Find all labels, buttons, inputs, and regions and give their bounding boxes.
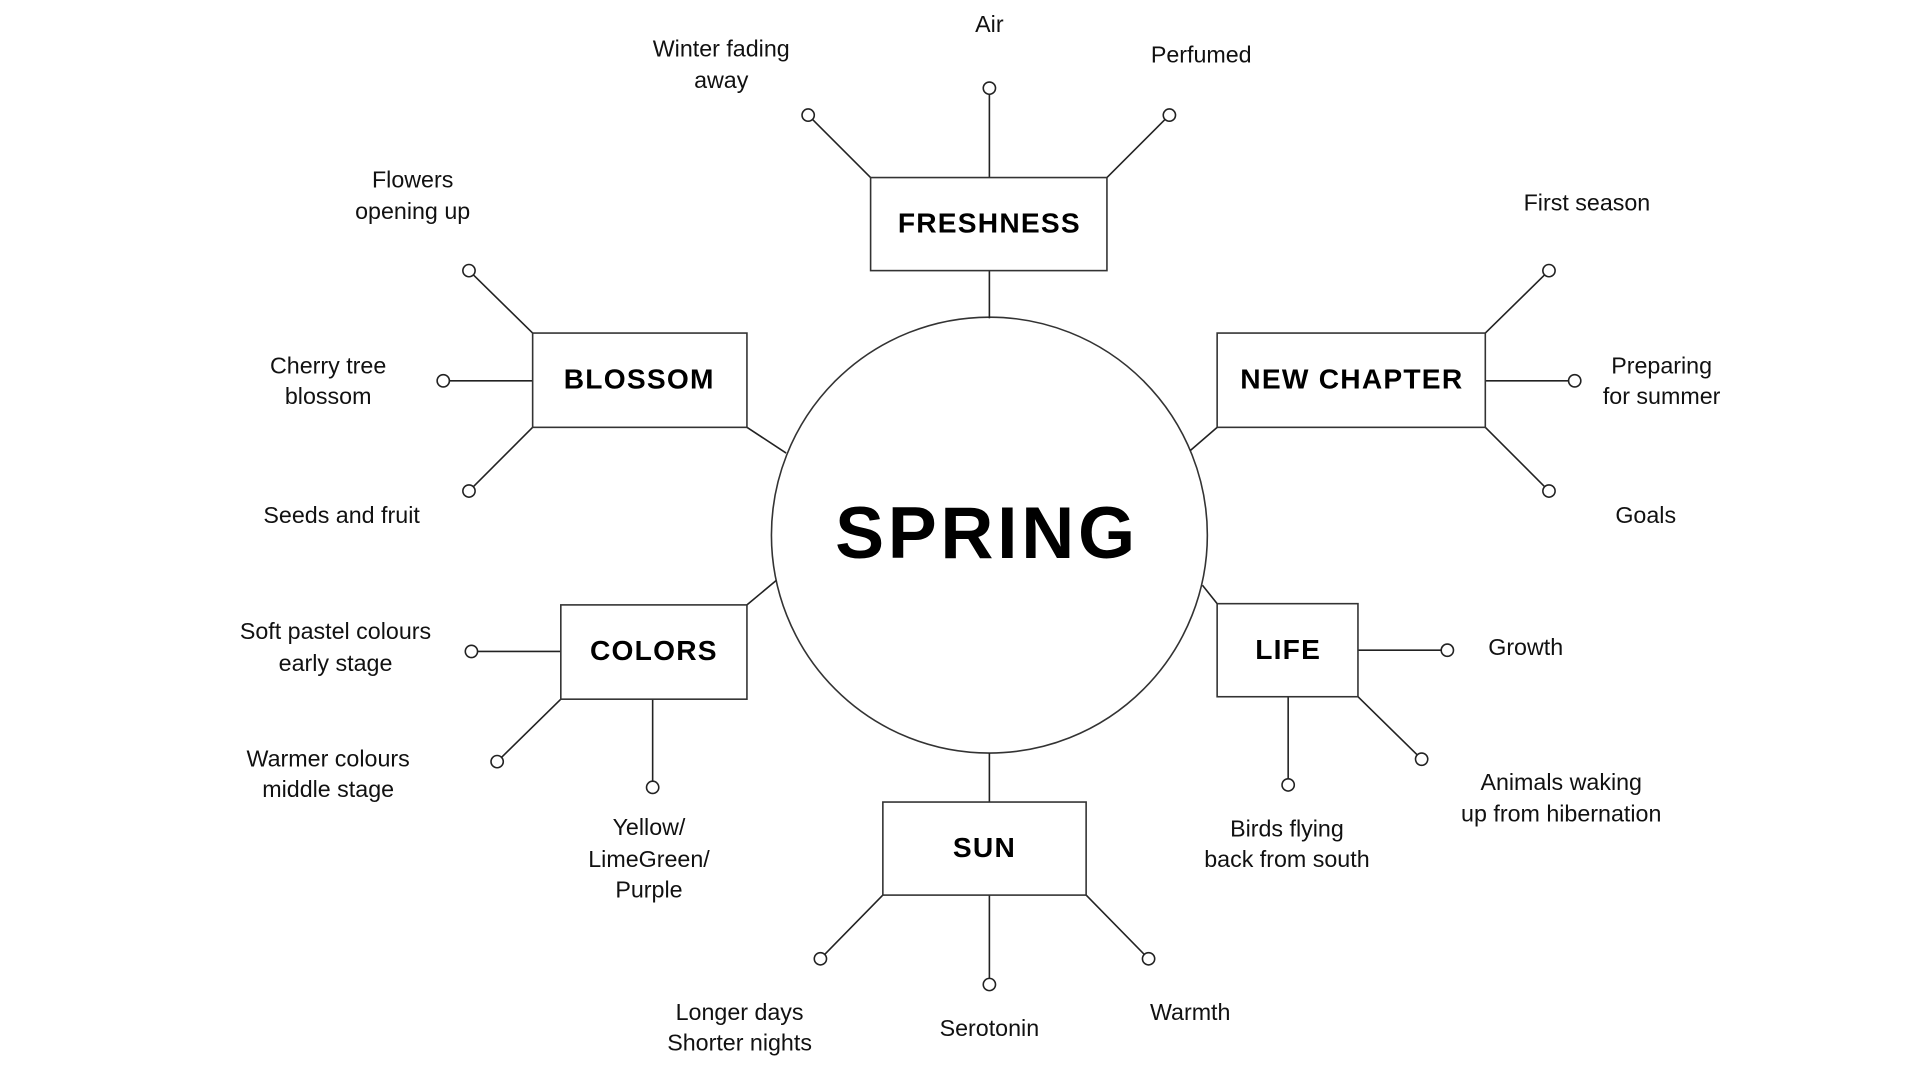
leaf-label: up from hibernation [1461,801,1661,827]
branch-dot [813,951,828,966]
leaf-label: Soft pastel colours [240,618,431,644]
central-title: SPRING [835,491,1139,574]
branch-dot [1281,777,1296,792]
branch-dot [1162,108,1177,123]
branch-line [1357,696,1423,760]
branch-line [1085,894,1150,960]
leaf-label: Flowers [372,166,453,192]
branch-dot [436,373,451,388]
node-new-chapter: NEW CHAPTER First season Preparing for s… [1189,190,1721,528]
category-label: LIFE [1255,634,1321,665]
leaf-label: Purple [615,877,682,903]
category-label: BLOSSOM [564,363,715,394]
leaf-label: First season [1524,190,1651,216]
leaf-label: Birds flying [1230,815,1344,841]
branch-line [1484,426,1550,492]
branch-dot [464,644,479,659]
branch-dot [1567,373,1582,388]
category-box [531,332,748,429]
leaf-label: Cherry tree [270,352,386,378]
category-label: COLORS [590,635,718,666]
leaf-label: Perfumed [1151,41,1252,67]
category-box [1216,602,1359,698]
leaf-label: Winter fading [653,35,790,61]
leaf-label: Seeds and fruit [263,502,420,528]
leaf-label: blossom [285,383,372,409]
leaf-label: back from south [1204,846,1369,872]
branch-dot [1141,951,1156,966]
leaf-label: away [694,67,749,93]
central-node: SPRING [770,316,1209,754]
leaf-label: Shorter nights [667,1030,812,1056]
branch-dot [1440,643,1455,658]
branch-line [468,270,534,334]
leaf-label: Yellow/ [613,814,686,840]
category-label: NEW CHAPTER [1240,363,1463,394]
connector [1189,426,1218,452]
branch-line [807,114,872,179]
leaf-label: Air [975,11,1004,37]
category-box [882,801,1087,896]
node-blossom: BLOSSOM Flowers opening up Cherry tree b… [263,166,787,528]
branch-dot [801,108,816,123]
branch-dot [462,484,476,498]
branch-line [496,698,562,763]
branch-line [1106,114,1170,179]
branch-line [468,426,534,492]
branch-dot [982,977,997,992]
branch-dot [1542,484,1556,498]
leaf-label: Warmer colours [247,746,410,772]
node-freshness: FRESHNESS Winter fading away Air Perfume… [653,11,1252,319]
category-label: SUN [953,832,1016,863]
node-colors: COLORS Soft pastel colours early stage W… [240,579,777,903]
leaf-label: Growth [1488,634,1563,660]
branch-dot [982,81,997,96]
category-box [560,604,748,700]
category-label: FRESHNESS [898,208,1081,239]
connector [1201,584,1218,605]
node-life: LIFE Growth Birds flying back from south… [1201,584,1661,872]
node-sun: SUN Longer days Shorter nights Serotonin… [667,753,1230,1056]
branch-dot [1542,263,1556,278]
connector [746,426,787,454]
leaf-label: middle stage [262,776,394,802]
leaf-label: Longer days [676,999,804,1025]
leaf-label: Preparing [1611,352,1712,378]
branch-dot [490,754,505,769]
branch-dot [1414,752,1429,767]
leaf-label: opening up [355,198,470,224]
leaf-label: Goals [1615,502,1676,528]
leaf-label: for summer [1603,383,1721,409]
leaf-label: Animals waking [1480,769,1642,795]
leaf-label: Serotonin [940,1015,1040,1041]
leaf-label: Warmth [1150,999,1231,1025]
connector [746,579,777,606]
category-box [869,176,1108,272]
category-box [1216,332,1487,429]
branch-dot [462,263,476,278]
leaf-label: early stage [279,650,393,676]
branch-dot [645,780,660,795]
branch-line [1484,270,1550,334]
leaf-label: LimeGreen/ [588,846,710,872]
branch-line [819,894,884,960]
